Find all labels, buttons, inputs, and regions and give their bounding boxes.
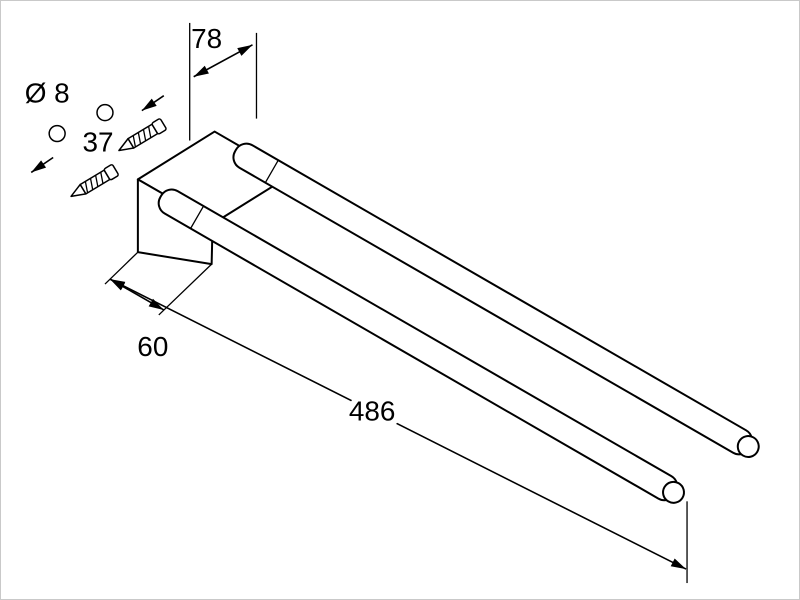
upper-arm bbox=[232, 142, 760, 458]
lower-arm bbox=[157, 188, 685, 504]
hole-circle-upper bbox=[96, 103, 114, 122]
hole-diameter-label: Ø 8 bbox=[25, 78, 70, 109]
dim-bracket-depth: 60 bbox=[104, 251, 213, 362]
insertion-arrow-lower bbox=[30, 156, 54, 174]
hole-circle-lower bbox=[48, 124, 66, 143]
insertion-arrow-upper bbox=[141, 95, 165, 112]
upper-arm-collar-seam bbox=[264, 159, 279, 183]
screw-head bbox=[103, 164, 119, 181]
dim-bracket-width: 78 bbox=[189, 23, 258, 141]
dim-hole-diameter: Ø 8 37 bbox=[25, 78, 114, 157]
screw-body bbox=[127, 123, 159, 149]
screw-lower bbox=[70, 164, 119, 198]
screw-head bbox=[151, 118, 167, 135]
upper-arm-end-cap bbox=[736, 435, 760, 458]
screw-upper bbox=[118, 118, 167, 152]
bracket-width-label: 78 bbox=[191, 23, 222, 54]
dimension-line bbox=[193, 44, 253, 78]
dimension-line bbox=[109, 278, 687, 570]
screw-threads bbox=[84, 172, 104, 193]
hole-spacing-label: 37 bbox=[82, 126, 113, 157]
lower-arm-collar-seam bbox=[190, 205, 205, 229]
lower-arm-tube bbox=[157, 188, 679, 502]
dim-arm-length: 486 bbox=[109, 278, 688, 584]
upper-arm-tube bbox=[232, 142, 754, 456]
screw-threads bbox=[132, 126, 152, 148]
screw-body bbox=[79, 169, 111, 195]
bracket-depth-label: 60 bbox=[137, 331, 168, 362]
arm-length-label: 486 bbox=[349, 396, 396, 427]
